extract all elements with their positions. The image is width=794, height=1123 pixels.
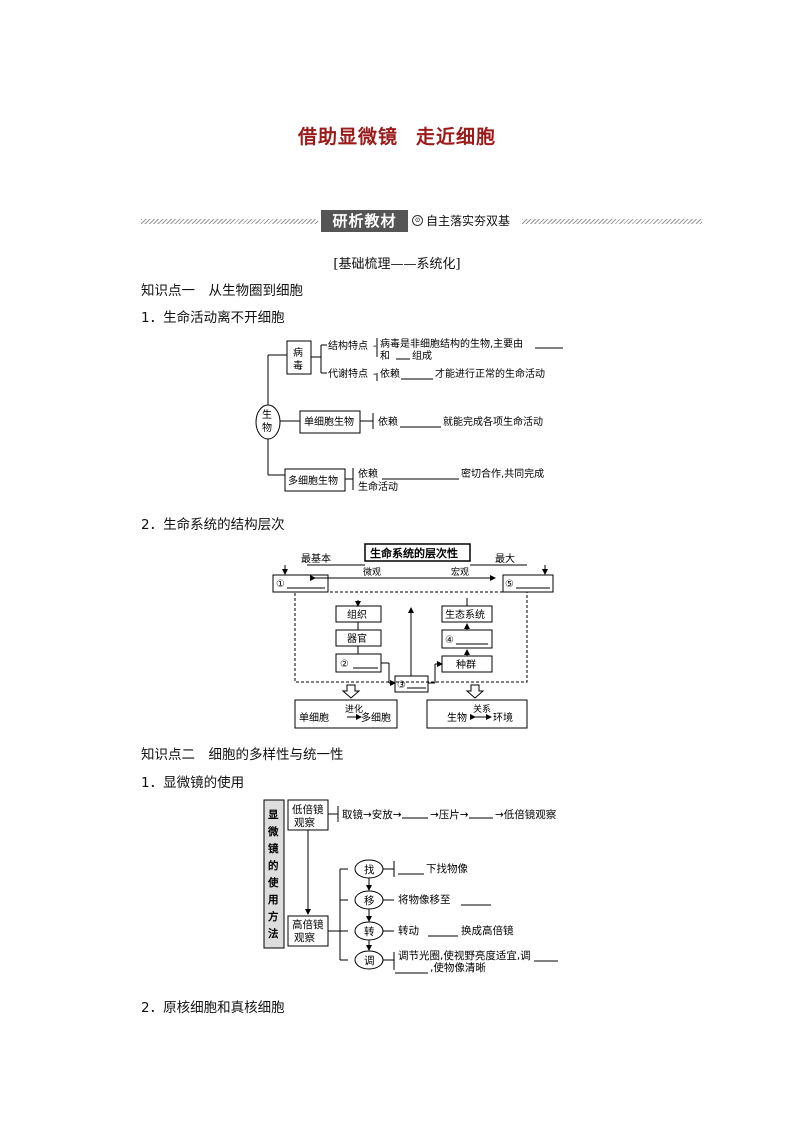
step-move: 移 (364, 894, 375, 907)
subheading: [基础梳理——系统化] (333, 257, 461, 272)
side-char-5: 用 (267, 894, 279, 906)
section1-item2: 2．生命系统的结构层次 (141, 517, 285, 533)
virus-char2: 毒 (293, 359, 303, 372)
title-part1: 借助显微镜 (297, 126, 398, 148)
level-tissue: 组织 (347, 608, 367, 621)
diagram-life-activity: 生 物 病 毒 结构特点 - 病毒是非细胞结构的生物,主要由 和 组成 代谢特点… (255, 337, 563, 493)
low-power-line1: 低倍镜 (292, 803, 324, 816)
side-char-7: 法 (268, 927, 279, 940)
level-population: 种群 (456, 658, 476, 671)
arrow-tick-2: - (373, 369, 377, 380)
section1-item1: 1．生命活动离不开细胞 (141, 310, 285, 326)
level-c2: ② (340, 659, 349, 670)
title-part2: 走近细胞 (416, 126, 497, 148)
virus-struct-line1: 病毒是非细胞结构的生物,主要由 (380, 337, 523, 350)
step-move-text: 将物像移至 (398, 893, 451, 906)
virus-meta-label: 代谢特点 (328, 367, 368, 380)
banner-rule-left (141, 219, 318, 224)
page-title: 借助显微镜走近细胞 (0, 122, 794, 149)
banner-dot-icon: ⊙ (412, 215, 423, 226)
unicell-evolve-b: 多细胞 (361, 711, 391, 724)
low-power-line2: 观察 (294, 816, 315, 829)
arrow-tick-1: - (373, 341, 377, 352)
step-find-text: 下找物像 (426, 862, 468, 875)
low-steps-b: →压片→ (430, 808, 469, 821)
side-char-6: 方 (268, 910, 279, 923)
level-ecosystem: 生态系统 (445, 608, 485, 621)
level-c5: ⑤ (505, 579, 514, 590)
root-char1: 生 (262, 408, 272, 421)
side-char-3: 的 (268, 859, 279, 872)
section2-item1: 1．显微镜的使用 (141, 775, 245, 791)
multicell-line2: 生命活动 (358, 480, 398, 493)
step-find: 找 (364, 863, 375, 876)
level-organ: 器官 (347, 632, 367, 645)
multicell-line1-b: 密切合作,共同完成 (461, 467, 544, 480)
diagram-life-system-levels: 生命系统的层次性 最基本 最大 微观 宏观 ① ⑤ 组织 器官 ② 生态系统 ④… (272, 543, 554, 729)
evolve-arrow-label: 进化 (345, 703, 363, 715)
level-c4: ④ (445, 635, 454, 646)
side-char-1: 微 (267, 825, 279, 838)
unicell-evolve-a: 单细胞 (299, 711, 329, 724)
micro-label: 微观 (363, 566, 381, 578)
section2-heading: 知识点二 细胞的多样性与统一性 (141, 747, 344, 763)
section2-item2: 2．原核细胞和真核细胞 (141, 1000, 285, 1016)
biggest-label: 最大 (495, 552, 515, 565)
level-c1: ① (276, 579, 285, 590)
macro-label: 宏观 (451, 566, 469, 578)
side-char-4: 使 (267, 876, 279, 889)
relation-arrow-label: 关系 (473, 703, 491, 715)
unicell-text-b: 就能完成各项生命活动 (443, 415, 543, 428)
root-char2: 物 (262, 421, 272, 434)
unicell-text-a: 依赖 (378, 415, 398, 428)
step-turn: 转 (364, 925, 375, 938)
section-banner: 研析教材 ⊙ 自主落实夯双基 (321, 210, 519, 232)
virus-meta-text-a: 依赖 (380, 367, 400, 380)
low-steps-c: →低倍镜观察 (495, 808, 557, 821)
step-turn-text-a: 转动 (398, 924, 419, 937)
virus-char1: 病 (293, 346, 303, 359)
multicell-line1-a: 依赖 (358, 467, 378, 480)
low-steps-a: 取镜→安放→ (342, 808, 402, 821)
virus-struct-line2-b: 组成 (412, 349, 432, 362)
virus-struct-line2-a: 和 (380, 350, 390, 362)
levels-header: 生命系统的层次性 (370, 546, 458, 560)
section1-heading: 知识点一 从生物圈到细胞 (141, 283, 303, 299)
banner-label: 研析教材 (321, 210, 408, 232)
banner-rule-right (522, 219, 702, 224)
step-adjust-line1: 调节光圈,使视野亮度适宜,调 (398, 949, 531, 962)
virus-meta-text-b: 才能进行正常的生命活动 (435, 367, 545, 380)
step-turn-text-b: 换成高倍镜 (461, 924, 514, 937)
organism-env-b: 环境 (493, 711, 513, 724)
diagram-microscope-usage: 显 微 镜 的 使 用 方 法 低倍镜 观察 取镜→安放→ →压片→ →低倍镜观… (263, 799, 558, 974)
multicell-box-label: 多细胞生物 (288, 474, 338, 487)
banner-subtitle: 自主落实夯双基 (426, 214, 511, 228)
virus-struct-label: 结构特点 (328, 339, 368, 352)
side-char-0: 显 (268, 809, 279, 821)
step-adjust: 调 (364, 955, 375, 967)
organism-env-a: 生物 (447, 711, 467, 724)
basic-label: 最基本 (301, 552, 331, 565)
side-char-2: 镜 (268, 842, 279, 855)
high-power-line1: 高倍镜 (292, 918, 324, 931)
step-adjust-line2: ,使物像清晰 (430, 961, 486, 974)
level-c3: ③ (397, 680, 406, 691)
unicell-box-label: 单细胞生物 (304, 415, 354, 428)
high-power-line2: 观察 (294, 931, 315, 944)
